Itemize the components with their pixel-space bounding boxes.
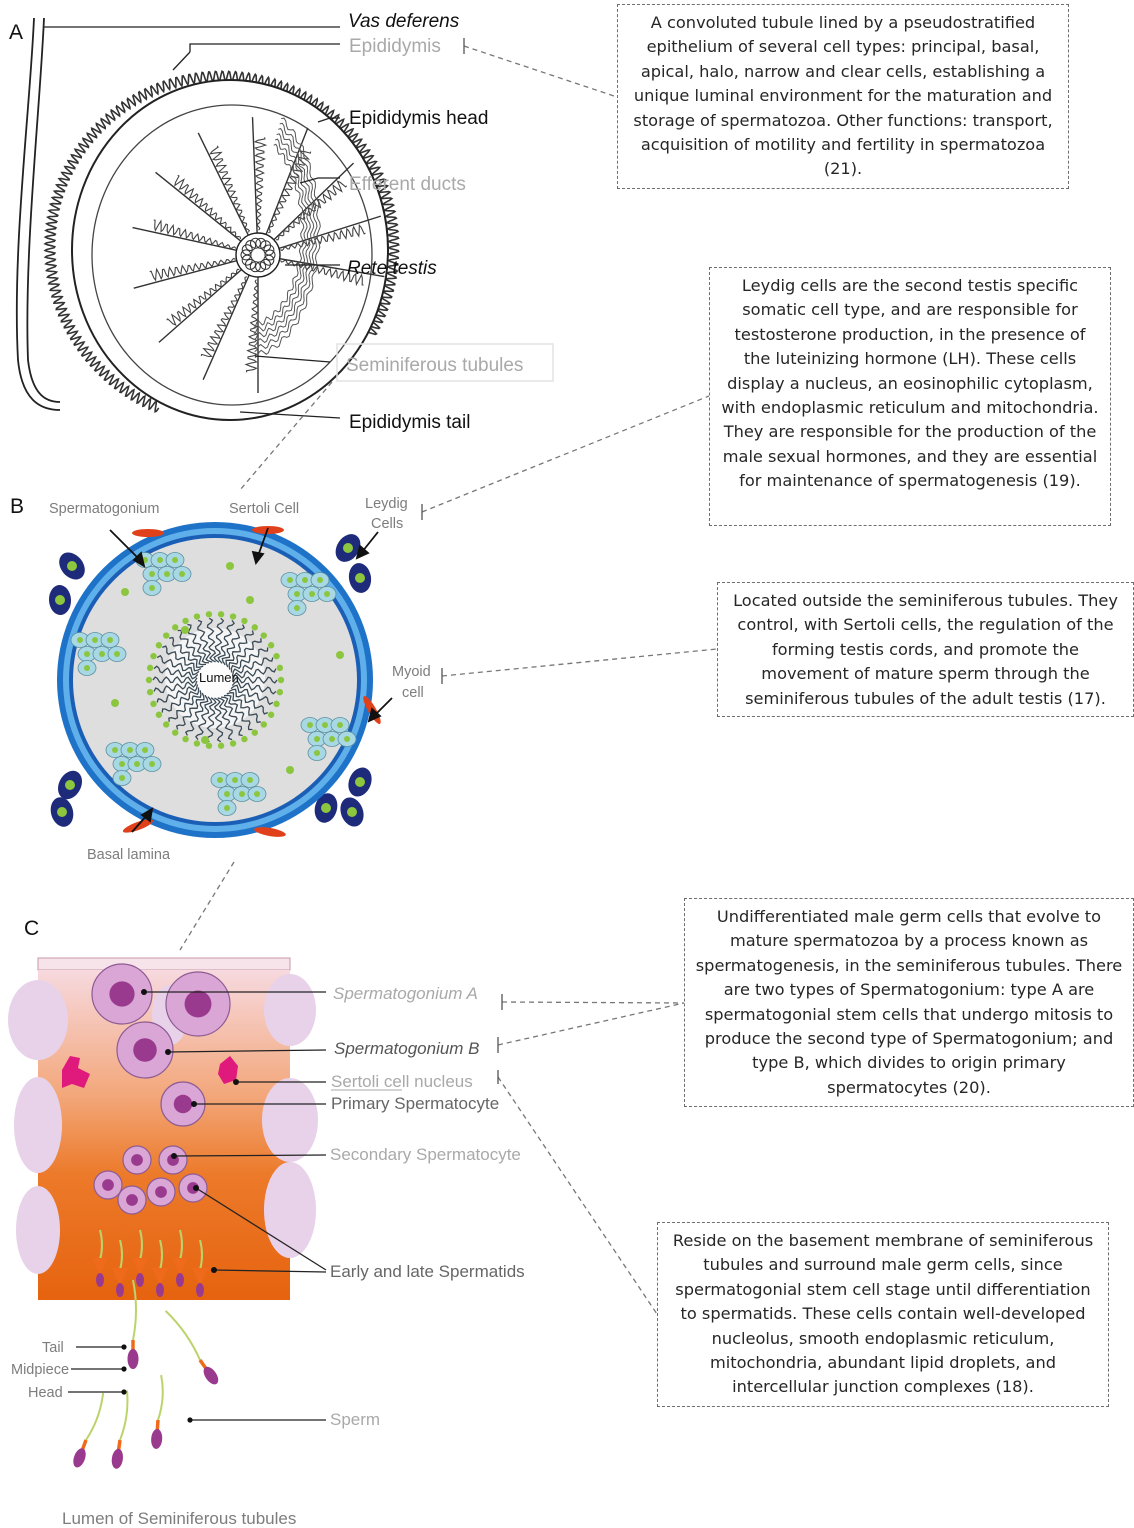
label-leydig-2: Cells: [371, 516, 403, 532]
panel-b-letter: B: [10, 495, 24, 518]
label-sertoli-nucleus: Sertoli cell nucleus: [331, 1072, 473, 1091]
label-head: Head: [28, 1385, 63, 1401]
testis-illustration: [17, 18, 399, 420]
label-sertoli-cell: Sertoli Cell: [229, 501, 299, 517]
label-spermatogonium-b: Spermatogonium B: [334, 1039, 480, 1058]
panel-c-letter: C: [24, 917, 39, 940]
leydig-description: Leydig cells are the second testis speci…: [709, 267, 1111, 526]
myoid-description: Located outside the seminiferous tubules…: [717, 582, 1134, 717]
label-rete-testis: Rete testis: [347, 258, 437, 279]
label-seminiferous-tubules: Seminiferous tubules: [346, 355, 523, 376]
epididymis-description: A convoluted tubule lined by a pseudostr…: [617, 4, 1069, 189]
label-sperm: Sperm: [330, 1410, 380, 1429]
free-sperm: [71, 1280, 221, 1469]
label-lumen-seminiferous: Lumen of Seminiferous tubules: [62, 1509, 296, 1528]
seminiferous-epithelium: [8, 958, 318, 1300]
label-secondary-spermatocyte: Secondary Spermatocyte: [330, 1145, 521, 1164]
label-myoid-1: Myoid: [392, 664, 431, 680]
label-spermatogonium-a: Spermatogonium A: [333, 984, 478, 1003]
label-epididymis: Epididymis: [349, 36, 441, 57]
panel-a-letter: A: [9, 21, 23, 44]
label-myoid-2: cell: [402, 685, 424, 701]
label-midpiece: Midpiece: [11, 1362, 69, 1378]
label-tail: Tail: [42, 1340, 64, 1356]
spermatogonium-description: Undifferentiated male germ cells that ev…: [684, 898, 1134, 1107]
label-epididymis-tail: Epididymis tail: [349, 412, 470, 433]
label-basal-lamina: Basal lamina: [87, 847, 171, 863]
label-primary-spermatocyte: Primary Spermatocyte: [331, 1094, 499, 1113]
sertoli-description: Reside on the basement membrane of semin…: [657, 1222, 1109, 1407]
label-spermatogonium: Spermatogonium: [49, 501, 159, 517]
label-leydig-1: Leydig: [365, 496, 408, 512]
label-spermatids: Early and late Spermatids: [330, 1262, 525, 1281]
label-lumen: Lumen: [199, 670, 239, 685]
label-epididymis-head: Epididymis head: [349, 108, 488, 129]
label-efferent-ducts: Efferent ducts: [349, 174, 466, 195]
label-vas-deferens: Vas deferens: [348, 11, 460, 32]
